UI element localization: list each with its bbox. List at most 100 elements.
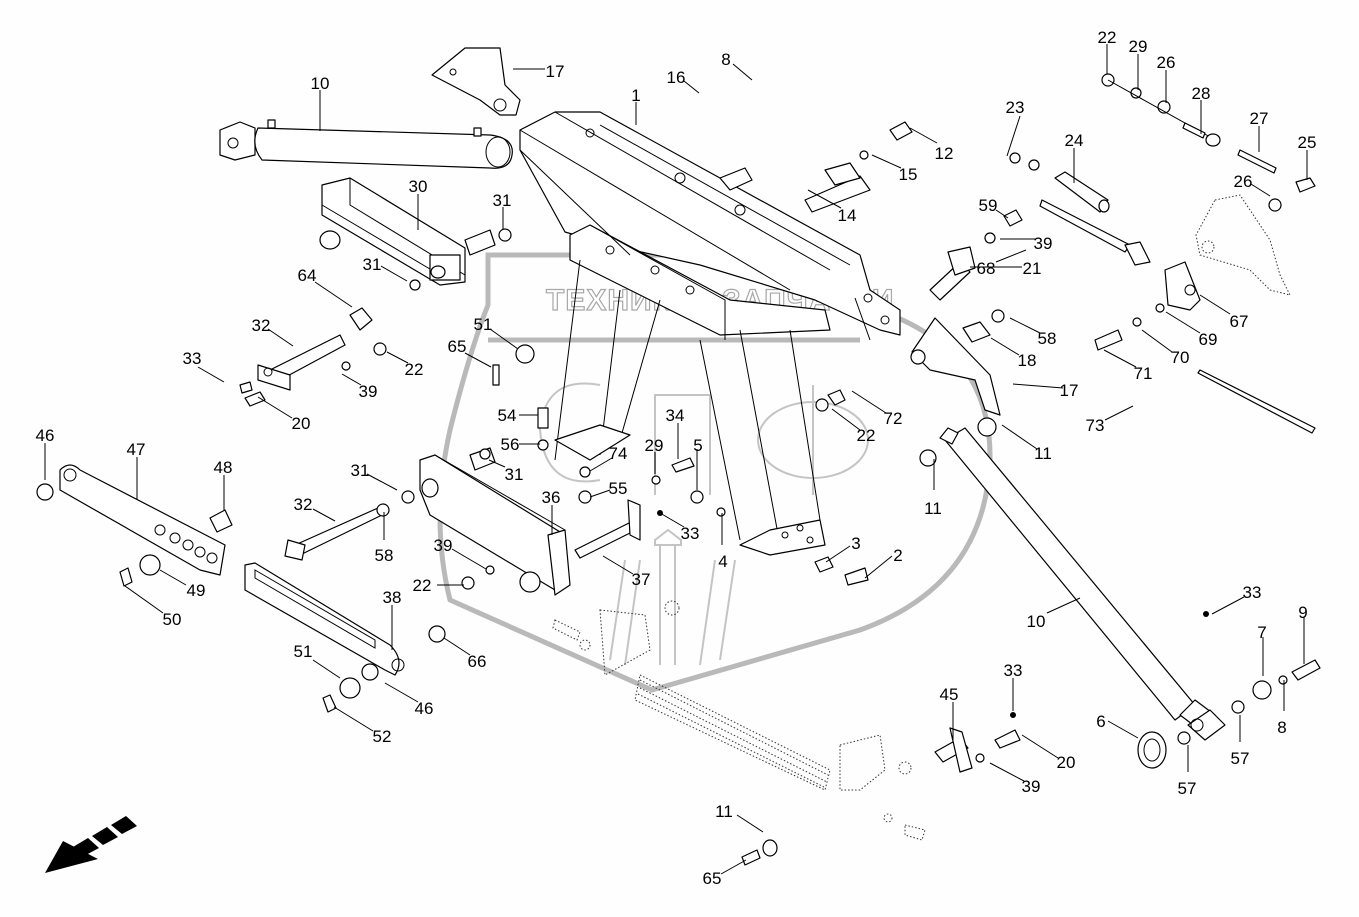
callout-label: 31: [351, 461, 370, 480]
spacer-3-bolt-2: [814, 389, 869, 586]
cable-tie-73: [1197, 369, 1316, 434]
leader-line: [990, 337, 1020, 356]
callout-label: 56: [501, 435, 520, 454]
leader-line: [589, 489, 611, 498]
leader-line: [659, 512, 685, 528]
leader-line: [489, 328, 519, 350]
pin-32-lower: [284, 490, 415, 561]
bracket-17-top: [431, 47, 521, 116]
leader-line: [384, 682, 419, 703]
callout-label: 31: [493, 191, 512, 210]
callout-label: 57: [1178, 779, 1197, 798]
pin-14: [804, 121, 913, 213]
callout-label: 10: [1027, 612, 1046, 631]
travel-direction-arrow: [45, 816, 137, 873]
pin-45: [934, 712, 1021, 773]
callout-label: 17: [1060, 381, 1079, 400]
callout-label: 25: [1298, 133, 1317, 152]
leader-line: [1021, 734, 1059, 759]
leader-line: [602, 555, 634, 575]
leader-line: [124, 585, 164, 614]
callout-label: 70: [1171, 348, 1190, 367]
leader-line: [366, 473, 398, 491]
leader-line: [995, 209, 1009, 219]
hydraulic-cylinder-top: [219, 119, 513, 169]
callout-label: 7: [1257, 623, 1266, 642]
callout-label: 21: [1023, 259, 1042, 278]
adjuster-assembly: [1101, 73, 1316, 212]
leader-line: [851, 390, 887, 414]
callout-label: 5: [693, 436, 702, 455]
leader-line: [1104, 405, 1134, 421]
leader-line: [451, 548, 487, 570]
callout-label: 31: [505, 465, 524, 484]
callout-label: 22: [1098, 28, 1117, 47]
callout-label: 22: [405, 360, 424, 379]
bracket-17-right: [910, 309, 1005, 416]
leader-line: [1001, 424, 1038, 450]
ghost-bracket: [1195, 194, 1291, 296]
callout-label: 49: [187, 581, 206, 600]
callout-label: 58: [375, 546, 394, 565]
callout-label: 33: [1243, 583, 1262, 602]
callout-label: 39: [1022, 777, 1041, 796]
leader-line: [995, 249, 1027, 263]
callout-label: 48: [214, 458, 233, 477]
callout-label: 18: [1018, 351, 1037, 370]
callout-labels: 1234567889101011111112141516171718202021…: [36, 28, 1317, 888]
callout-label: 26: [1157, 53, 1176, 72]
leader-line: [732, 63, 753, 81]
leader-line: [488, 459, 506, 468]
callout-label: 54: [498, 406, 517, 425]
callout-label: 24: [1065, 131, 1084, 150]
leader-line: [871, 154, 902, 169]
leader-line: [989, 762, 1025, 782]
callout-label: 55: [609, 479, 628, 498]
callout-label: 17: [546, 62, 565, 81]
watermark-letter-s: [538, 382, 601, 483]
leader-line: [831, 408, 861, 431]
callout-label: 64: [298, 266, 317, 285]
callout-label: 39: [359, 382, 378, 401]
pin-21: [929, 209, 1023, 301]
callout-label: 8: [1277, 718, 1286, 737]
leader-line: [1250, 183, 1271, 197]
leader-line: [267, 328, 294, 347]
callout-label: 12: [935, 144, 954, 163]
bracket-67: [1094, 261, 1201, 351]
callout-label: 26: [1234, 172, 1253, 191]
leader-line: [736, 814, 764, 833]
callout-label: 39: [434, 536, 453, 555]
callout-label: 46: [36, 426, 55, 445]
leader-line: [1107, 720, 1139, 739]
callout-label: 22: [857, 426, 876, 445]
callout-label: 30: [409, 177, 428, 196]
leader-line: [825, 545, 851, 563]
callout-label: 2: [893, 546, 902, 565]
leader-line: [1012, 383, 1064, 389]
leader-line: [312, 659, 341, 679]
callout-label: 51: [294, 642, 313, 661]
ring-11-lower: [741, 839, 778, 866]
leader-line: [159, 569, 187, 586]
callout-label: 66: [468, 652, 487, 671]
callout-label: 50: [163, 610, 182, 629]
leader-line: [1211, 596, 1245, 615]
leader-line: [1006, 115, 1021, 157]
callout-label: 6: [1096, 712, 1105, 731]
leader-line: [807, 189, 842, 209]
leader-line: [314, 281, 353, 308]
callout-label: 20: [292, 414, 311, 433]
leader-line: [683, 80, 700, 94]
callout-label: 45: [940, 685, 959, 704]
callout-label: 14: [838, 206, 857, 225]
callout-label: 20: [1057, 753, 1076, 772]
callout-label: 29: [1129, 37, 1148, 56]
callout-label: 10: [311, 74, 330, 93]
callout-label: 72: [884, 409, 903, 428]
leader-line: [341, 373, 362, 386]
callout-label: 23: [1006, 98, 1025, 117]
callout-label: 58: [1038, 329, 1057, 348]
callout-label: 57: [1231, 749, 1250, 768]
callout-label: 11: [924, 499, 942, 518]
